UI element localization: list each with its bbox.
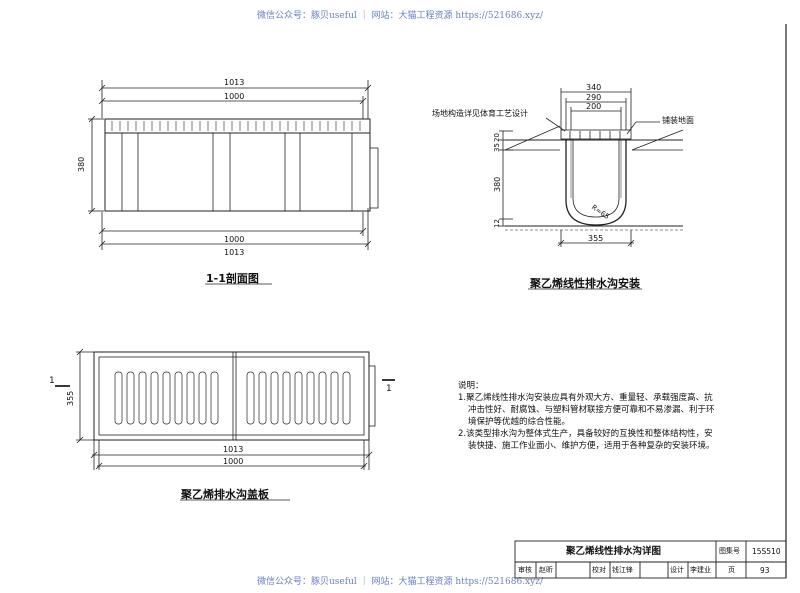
notes-line: 装快捷、施工作业面小、维护方便，适用于各种复杂的安装环境。 bbox=[468, 441, 715, 451]
section-view-geometry bbox=[88, 80, 379, 285]
install-dim-380: 380 bbox=[493, 176, 502, 192]
title-block-page-label: 页 bbox=[728, 566, 735, 574]
notes-line: 境保护等优越的综合性能。 bbox=[468, 417, 571, 427]
install-dim-35: 35 bbox=[493, 143, 501, 152]
section-view-title: 1-1剖面图 bbox=[206, 272, 259, 285]
install-dim-20: 20 bbox=[493, 133, 501, 142]
cover-view-geometry bbox=[55, 348, 395, 501]
title-block-review-name: 赵昕 bbox=[539, 566, 553, 574]
title-block-grid bbox=[514, 540, 787, 579]
title-block-check-name: 钱江锋 bbox=[612, 566, 633, 574]
section-dim-top-outer: 1013 bbox=[224, 78, 245, 87]
section-dim-bottom-inner: 1000 bbox=[224, 235, 245, 244]
notes-block: 说明： 1.聚乙烯线性排水沟安装应具有外观大方、重量轻、承载强度高、抗 冲击性好… bbox=[458, 380, 768, 452]
watermark-bottom: 微信公众号：豚贝useful ｜ 网站：大猫工程资源 https://52168… bbox=[257, 577, 543, 587]
title-block-check-label: 校对 bbox=[592, 566, 606, 574]
cover-view-title: 聚乙烯排水沟盖板 bbox=[181, 488, 269, 501]
install-label-paving: 铺装地面 bbox=[662, 116, 694, 125]
section-dim-bottom-outer: 1013 bbox=[224, 248, 245, 257]
install-dim-12: 12 bbox=[493, 219, 501, 228]
notes-line: 冲击性好、耐腐蚀、与塑料管材联接方便可靠和不易渗漏、利于环 bbox=[468, 405, 715, 415]
install-dim-290: 290 bbox=[586, 93, 602, 102]
title-block-drawing-title: 聚乙烯线性排水沟详图 bbox=[566, 546, 662, 557]
notes-line: 1.聚乙烯线性排水沟安装应具有外观大方、重量轻、承载强度高、抗 bbox=[458, 393, 713, 403]
notes-line: 2.该类型排水沟为整体式生产，具备较好的互换性和整体结构性，安 bbox=[458, 429, 713, 439]
title-block-review-label: 审核 bbox=[518, 566, 532, 574]
install-label-site: 场地构造详见体育工艺设计 bbox=[432, 109, 528, 118]
title-block-page-no: 93 bbox=[760, 566, 770, 575]
cover-dim-outer: 1013 bbox=[223, 445, 244, 454]
cover-dim-height: 355 bbox=[66, 390, 75, 406]
section-dim-height: 380 bbox=[77, 156, 86, 172]
cover-dim-inner: 1000 bbox=[223, 457, 244, 466]
cover-section-mark-left: 1 bbox=[49, 376, 55, 386]
title-block-design-label: 设计 bbox=[670, 566, 684, 574]
title-block-atlas-label: 图集号 bbox=[719, 547, 740, 555]
install-dim-340: 340 bbox=[586, 83, 602, 92]
notes-heading: 说明： bbox=[458, 381, 484, 391]
watermark-top: 微信公众号：豚贝useful ｜ 网站：大猫工程资源 https://52168… bbox=[257, 11, 543, 21]
install-dim-200: 200 bbox=[586, 102, 602, 111]
cover-section-mark-right: 1 bbox=[386, 384, 392, 394]
title-block-design-name: 李建业 bbox=[690, 566, 711, 574]
section-dim-top-inner: 1000 bbox=[224, 92, 245, 101]
install-view-geometry bbox=[499, 88, 684, 290]
title-block-atlas-no: 15S510 bbox=[752, 547, 781, 556]
install-view-title: 聚乙烯线性排水沟安装 bbox=[530, 277, 640, 290]
install-dim-355: 355 bbox=[588, 234, 604, 243]
